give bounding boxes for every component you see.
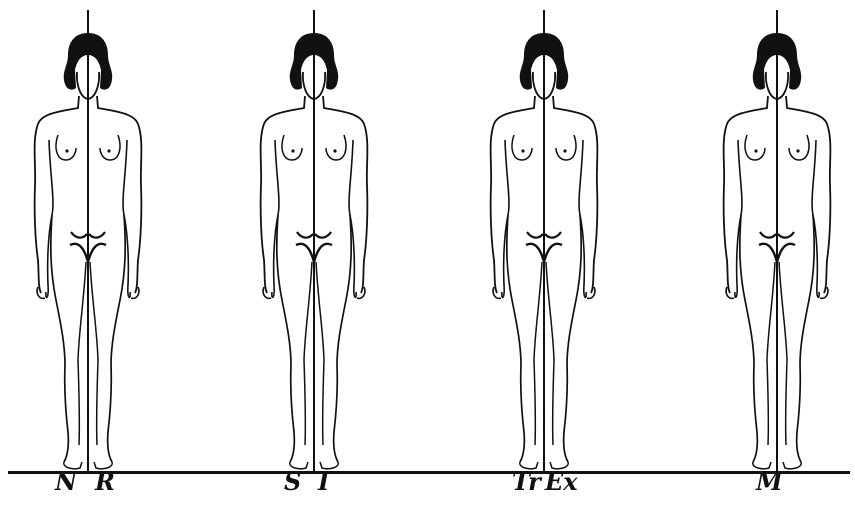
label-s: S bbox=[284, 468, 301, 496]
figure-m bbox=[724, 10, 831, 472]
figure-s-i bbox=[261, 10, 368, 472]
label-i: I bbox=[318, 468, 329, 496]
label-r: R bbox=[95, 468, 115, 496]
ground-line bbox=[8, 471, 850, 474]
label-m: M bbox=[756, 468, 783, 496]
figure-tr-ex bbox=[491, 10, 598, 472]
label-ex: Ex bbox=[545, 468, 578, 496]
label-tr: Tr bbox=[512, 468, 541, 496]
figure-n-r bbox=[35, 10, 142, 472]
label-n: N bbox=[55, 468, 77, 496]
